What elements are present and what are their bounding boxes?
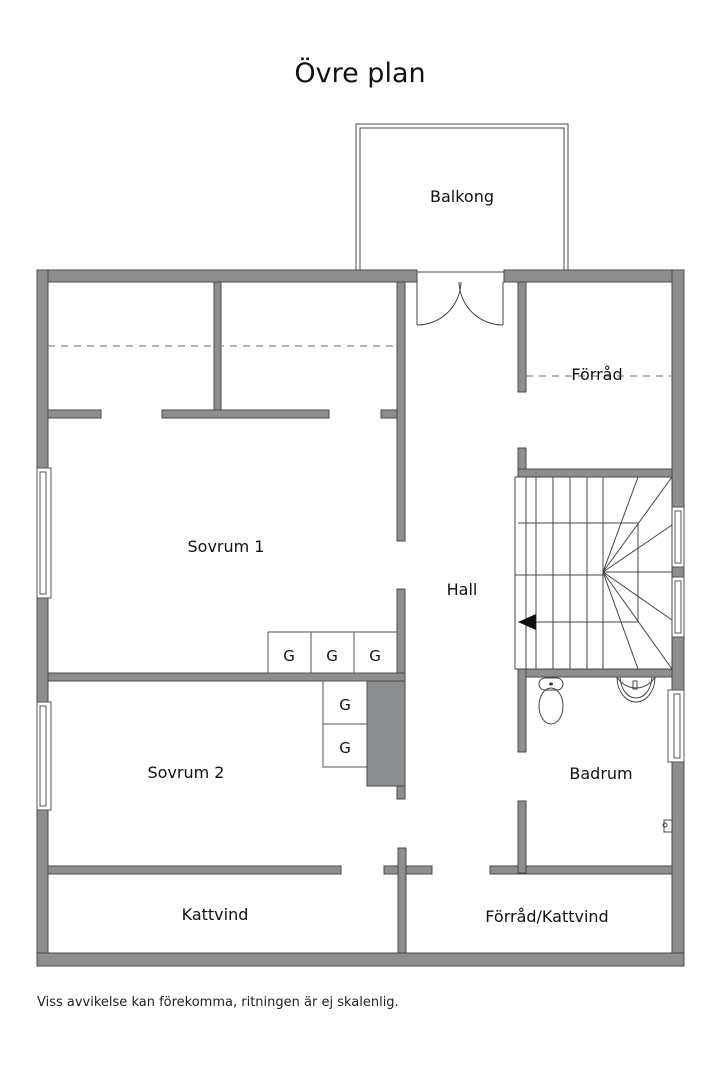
wardrobe-label: G bbox=[369, 647, 381, 665]
wardrobe-label: G bbox=[339, 696, 351, 714]
window bbox=[36, 467, 52, 599]
window bbox=[667, 689, 685, 763]
balcony-door[interactable] bbox=[416, 281, 504, 326]
room-label-sovrum-2: Sovrum 2 bbox=[148, 763, 225, 782]
wardrobe-label: G bbox=[283, 647, 295, 665]
plan-title: Övre plan bbox=[294, 58, 426, 89]
room-label-forrad: Förråd bbox=[571, 365, 622, 384]
room-label-badrum: Badrum bbox=[569, 764, 632, 783]
faucet-icon bbox=[662, 819, 673, 833]
window bbox=[671, 576, 685, 638]
sink-icon bbox=[616, 676, 656, 703]
interior-walls bbox=[47, 281, 673, 954]
wardrobe-row bbox=[267, 631, 398, 768]
wardrobe-label: G bbox=[339, 739, 351, 757]
disclaimer-note: Viss avvikelse kan förekomma, ritningen … bbox=[37, 995, 399, 1010]
window bbox=[671, 506, 685, 568]
room-label-forrad-kattvind: Förråd/Kattvind bbox=[485, 907, 608, 926]
room-label-sovrum-1: Sovrum 1 bbox=[188, 537, 265, 556]
room-label-balkong: Balkong bbox=[430, 187, 494, 206]
wardrobe-label: G bbox=[326, 647, 338, 665]
room-label-hall: Hall bbox=[447, 580, 478, 599]
window bbox=[36, 701, 52, 811]
room-label-kattvind: Kattvind bbox=[182, 905, 249, 924]
toilet-icon bbox=[538, 677, 564, 725]
stair-direction-arrow-icon bbox=[518, 614, 536, 630]
staircase bbox=[514, 476, 673, 670]
balcony-railing bbox=[355, 123, 569, 273]
